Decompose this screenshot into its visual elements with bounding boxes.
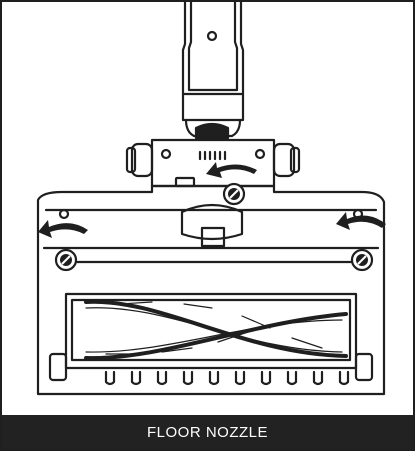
figure-caption: FLOOR NOZZLE — [146, 423, 268, 441]
screw-icon — [222, 182, 246, 206]
curved-arrow-right-icon — [336, 212, 386, 230]
brush-roll — [84, 299, 348, 361]
screw-icon — [350, 248, 374, 272]
floor-nozzle-illustration — [36, 2, 386, 396]
curved-arrow-center-icon — [206, 162, 257, 178]
swivel-neck — [181, 92, 245, 140]
front-teeth — [48, 352, 374, 386]
brush-roll-chamber — [64, 292, 358, 370]
upper-housing — [125, 138, 301, 188]
caption-bar: FLOOR NOZZLE — [2, 415, 413, 449]
screw-icon — [54, 248, 78, 272]
curved-arrow-left-icon — [38, 220, 88, 238]
nozzle-body — [36, 184, 386, 396]
wand-tube — [181, 2, 245, 96]
